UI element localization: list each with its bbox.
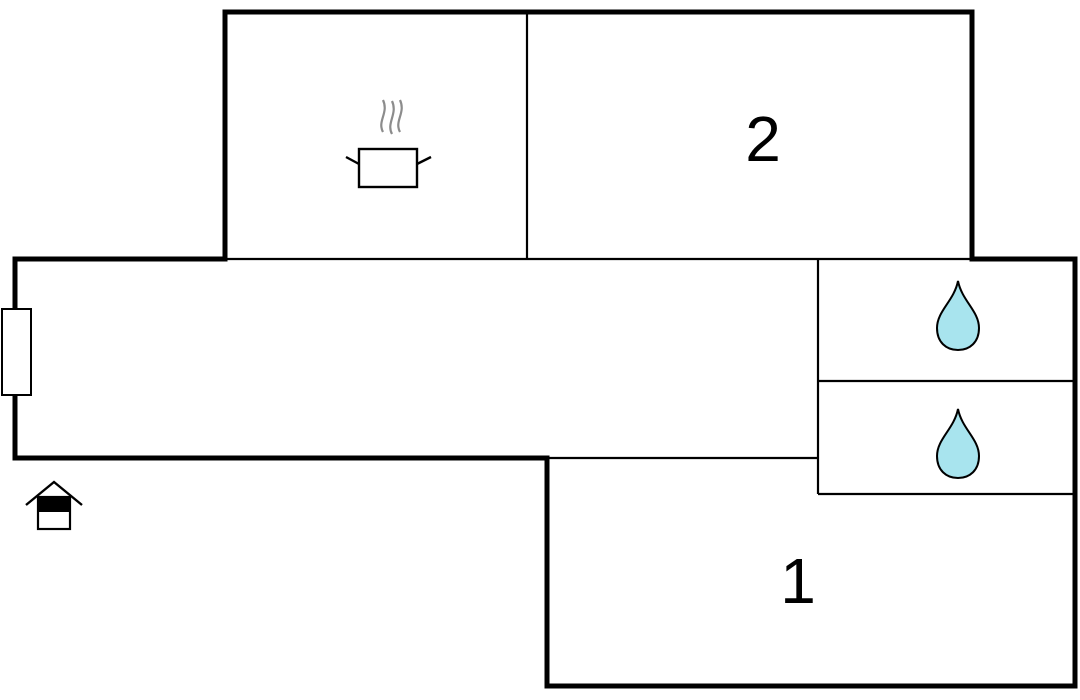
house-entrance-icon [25,480,83,531]
wall-top-block [222,9,975,262]
cooking-pot-icon [345,99,432,189]
room-1-label: 1 [780,545,816,617]
window-icon [1,308,32,396]
water-drop-icon [935,408,981,480]
wall-outer [12,256,1078,689]
water-drop-icon [935,280,981,352]
room-2-label: 2 [745,103,781,175]
